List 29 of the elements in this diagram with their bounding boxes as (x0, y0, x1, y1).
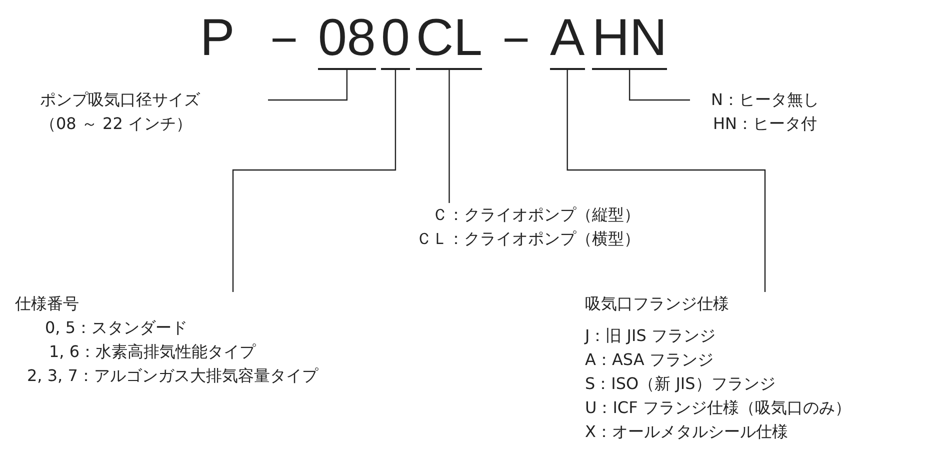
code-dash: － (258, 8, 310, 68)
underlined-code-segment: 08 (318, 8, 376, 70)
description-text: S：ISO（新 JIS）フランジ (585, 373, 776, 395)
description-text: J：旧 JIS フランジ (585, 325, 716, 347)
code-letter: P (200, 8, 235, 68)
description-text: 0, 5：スタンダード (44, 317, 189, 339)
underlined-code-segment: CL (416, 8, 482, 70)
description-text: 1, 6：水素高排気性能タイプ (48, 341, 257, 363)
leader-line (232, 70, 396, 292)
description-text: N：ヒータ無し (710, 89, 820, 111)
description-text: 2, 3, 7：アルゴンガス大排気容量タイプ (26, 365, 320, 387)
leader-line (448, 70, 450, 203)
description-heading: 仕様番号 (15, 293, 80, 315)
description-text: A：ASA フランジ (585, 349, 714, 371)
underlined-code-segment: A (550, 8, 585, 70)
description-text: X：オールメタルシール仕様 (585, 421, 789, 443)
description-text: HN：ヒータ付 (712, 113, 818, 135)
description-text: （08 ～ 22 インチ） (40, 113, 193, 135)
underlined-code-segment: HN (592, 8, 668, 70)
description-text: ポンプ吸気口径サイズ (40, 89, 201, 111)
description-heading: 吸気口フランジ仕様 (585, 293, 730, 315)
description-text: Ｃ：クライオポンプ（縦型） (431, 204, 640, 226)
description-text: U：ICF フランジ仕様（吸気口のみ） (585, 397, 852, 419)
leader-line (268, 70, 348, 101)
description-text: ＣＬ：クライオポンプ（横型） (415, 228, 640, 250)
leader-line (628, 70, 690, 101)
code-dash: － (490, 8, 542, 68)
underlined-code-segment: 0 (381, 8, 410, 70)
leader-line (566, 70, 766, 292)
